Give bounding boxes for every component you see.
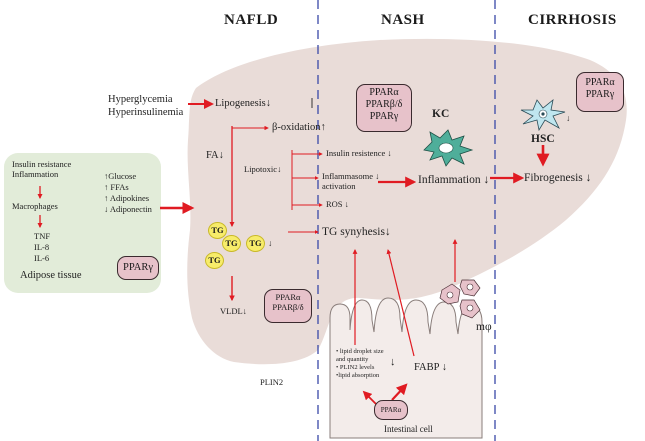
ppar-gamma-label: PPARγ bbox=[369, 111, 399, 122]
ppar-alpha-label: PPARα bbox=[369, 87, 399, 98]
label-insulin-resistence: Insulin resistence ↓ bbox=[326, 148, 392, 158]
adipose-insulin-resistance: Insulin resistance bbox=[12, 159, 72, 169]
ppar-box-adipose: PPARγ bbox=[117, 256, 159, 280]
label-fabp: FABP ↓ bbox=[414, 362, 447, 373]
tg-droplet: TG bbox=[246, 235, 265, 252]
intestine-title: Intestinal cell bbox=[384, 424, 433, 434]
tg-droplet: TG bbox=[208, 222, 227, 239]
tg-droplet: TG bbox=[222, 235, 241, 252]
ppar-alpha-label: PPARα bbox=[585, 77, 615, 88]
label-inflammasome-activation: activation bbox=[322, 181, 356, 191]
tg-droplet: TG bbox=[205, 252, 224, 269]
adipose-macrophages: Macrophages bbox=[12, 201, 58, 211]
adipose-tnf: TNF bbox=[34, 231, 51, 241]
label-hsc: HSC bbox=[531, 133, 555, 145]
label-hsc-arrow: ↓ bbox=[566, 113, 571, 123]
label-inflammasome: Inflammasome ↓ bbox=[322, 171, 380, 181]
label-ros: ROS ↓ bbox=[326, 199, 349, 209]
ppar-box-intestine: PPARα bbox=[374, 400, 408, 420]
ppar-beta-delta-label: PPARβ/δ bbox=[272, 302, 304, 313]
label-hyperinsulinemia: Hyperinsulinemia bbox=[108, 107, 184, 118]
label-plin2: PLIN2 bbox=[260, 377, 284, 387]
label-fa: FA↓ bbox=[206, 150, 224, 161]
ppar-alpha-label: PPARα bbox=[275, 292, 301, 302]
ppar-gamma-label: PPARγ bbox=[585, 89, 615, 100]
label-macrophage: mφ bbox=[476, 321, 492, 333]
adipose-adiponectin: ↓ Adiponectin bbox=[104, 204, 152, 214]
label-fibrogenesis: Fibrogenesis ↓ bbox=[524, 172, 592, 184]
adipose-adipokines: ↑ Adipokines bbox=[104, 193, 150, 203]
label-beta-oxidation: β-oxidation↑ bbox=[272, 122, 326, 133]
label-inflammation: Inflammation ↓ bbox=[418, 174, 490, 186]
ppar-gamma-label: PPARγ bbox=[123, 262, 153, 273]
label-vldl: VLDL↓ bbox=[220, 306, 247, 316]
stellate-cell-icon bbox=[520, 99, 566, 132]
label-hyperglycemia: Hyperglycemia bbox=[108, 94, 173, 105]
adipose-il8: IL-8 bbox=[34, 242, 50, 252]
label-lipogenesis: Lipogenesis↓ bbox=[215, 98, 271, 109]
ppar-box-cirrhosis: PPARα PPARγ bbox=[576, 72, 624, 112]
adipose-glucose: ↑Glucose bbox=[104, 171, 137, 181]
header-nash: NASH bbox=[381, 12, 425, 28]
intestine-bullets: • lipid droplet size and quantity • PLIN… bbox=[336, 348, 384, 380]
macrophage-icon bbox=[439, 279, 481, 319]
label-lipotoxic: Lipotoxic↓ bbox=[244, 164, 282, 174]
ppar-alpha-label: PPARα bbox=[380, 406, 402, 414]
kupffer-cell-icon bbox=[423, 129, 474, 167]
ppar-beta-delta-label: PPARβ/δ bbox=[365, 99, 403, 110]
adipose-inflammation: Inflammation bbox=[12, 169, 59, 179]
adipose-ffas: ↑ FFAs bbox=[104, 182, 129, 192]
intestine-bullet-arrows: ↓ bbox=[390, 356, 396, 368]
label-tg-synthesis: TG synyhesis↓ bbox=[322, 226, 391, 238]
liver-shape bbox=[187, 38, 627, 365]
header-nafld: NAFLD bbox=[224, 12, 279, 28]
tg-arrow: ↓ bbox=[268, 238, 273, 248]
adipose-title: Adipose tissue bbox=[20, 270, 82, 281]
adipose-il6: IL-6 bbox=[34, 253, 50, 263]
header-cirrhosis: CIRRHOSIS bbox=[528, 12, 617, 28]
ppar-box-vldl: PPARα PPARβ/δ bbox=[264, 289, 312, 323]
ppar-box-nash: PPARα PPARβ/δ PPARγ bbox=[356, 84, 412, 132]
label-kc: KC bbox=[432, 108, 450, 120]
